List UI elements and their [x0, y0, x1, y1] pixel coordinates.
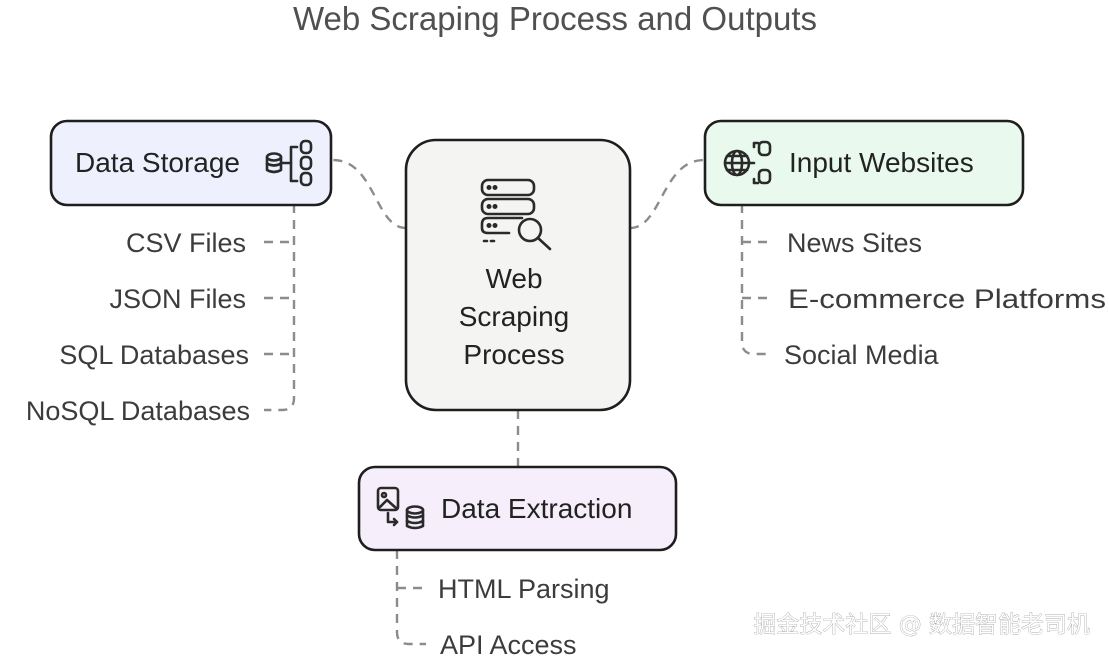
center-label-line-1: Web: [485, 263, 542, 294]
node-input-websites-box: [703, 119, 1025, 207]
connector-extraction-trunk: [395, 550, 426, 646]
center-label-line-2: Scraping: [459, 301, 570, 332]
server-search-icon: [480, 178, 552, 251]
storage-items: CSV Files JSON Files SQL Databases NoSQL…: [26, 228, 250, 426]
node-data-storage-label: Data Storage: [75, 147, 240, 178]
node-data-extraction-label: Data Extraction: [441, 493, 632, 524]
node-data-extraction-box: [357, 465, 678, 552]
node-data-storage[interactable]: Data Storage: [49, 119, 333, 207]
input-item-news: News Sites: [787, 228, 922, 258]
connector-storage-trunk: [264, 204, 296, 412]
watermark-text: 掘金技术社区 @ 数据智能老司机: [753, 612, 1090, 638]
node-input-websites[interactable]: Input Websites: [703, 119, 1025, 207]
center-node-box: [404, 138, 632, 412]
node-data-extraction[interactable]: Data Extraction: [357, 465, 678, 552]
database-tree-icon: [265, 139, 313, 187]
extraction-items: HTML Parsing API Access: [438, 574, 610, 656]
globe-database-icon: [723, 140, 772, 185]
image-to-database-icon: [376, 486, 425, 530]
connector-center-storage: [332, 158, 407, 230]
input-item-social: Social Media: [784, 340, 940, 370]
input-item-ecommerce: E-commerce Platforms: [788, 284, 1106, 314]
connector-input-trunk: [740, 204, 772, 356]
connector-center-input: [629, 158, 705, 230]
diagram-title: Web Scraping Process and Outputs: [293, 0, 817, 37]
center-label-line-3: Process: [463, 339, 564, 370]
storage-item-csv: CSV Files: [126, 228, 246, 258]
storage-item-sql: SQL Databases: [59, 340, 249, 370]
storage-item-json: JSON Files: [109, 284, 246, 314]
storage-item-nosql: NoSQL Databases: [26, 396, 250, 426]
extraction-item-api: API Access: [440, 630, 577, 656]
extraction-item-html: HTML Parsing: [438, 574, 610, 604]
node-data-storage-box: [49, 119, 333, 207]
connectors: [264, 158, 772, 646]
node-input-websites-label: Input Websites: [789, 147, 974, 178]
input-items: News Sites E-commerce Platforms Social M…: [784, 228, 1106, 370]
center-node[interactable]: Web Scraping Process: [404, 138, 632, 412]
